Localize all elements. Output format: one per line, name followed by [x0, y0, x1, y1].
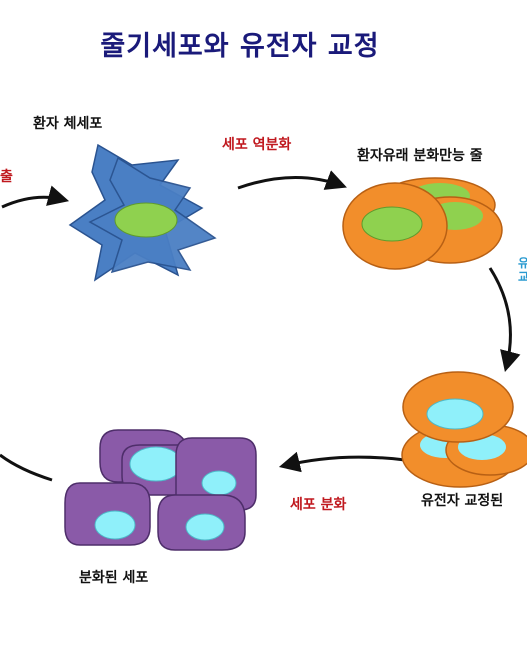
- step-label-reprogramming: 세포 역분화: [222, 137, 292, 153]
- step-label-right-partial: 유 교: [518, 256, 527, 284]
- patient-ipsc-cluster: [342, 177, 503, 270]
- diagram-title: 줄기세포와 유전자 교정: [100, 31, 380, 62]
- cell-nucleus: [114, 202, 178, 238]
- patient-somatic-cell: [68, 143, 217, 282]
- arrow-left-to-patient: [1, 185, 70, 209]
- step-label-left-partial: 출: [0, 169, 13, 185]
- node-label-patient-cell: 환자 체세포: [33, 116, 103, 132]
- step-label-differentiation: 세포 분화: [290, 497, 347, 513]
- arrow-differentiation: [278, 451, 406, 473]
- node-label-differentiated: 분화된 세포: [79, 570, 149, 586]
- arrow-differentiated-out: [0, 453, 53, 482]
- differentiated-cells: [64, 429, 257, 551]
- node-label-ipsc: 환자유래 분화만능 줄: [357, 148, 483, 164]
- gene-edited-cluster: [401, 371, 527, 488]
- arrow-editing: [488, 267, 521, 373]
- node-label-edited: 유전자 교정된: [421, 493, 504, 509]
- arrow-reprogramming: [237, 170, 347, 190]
